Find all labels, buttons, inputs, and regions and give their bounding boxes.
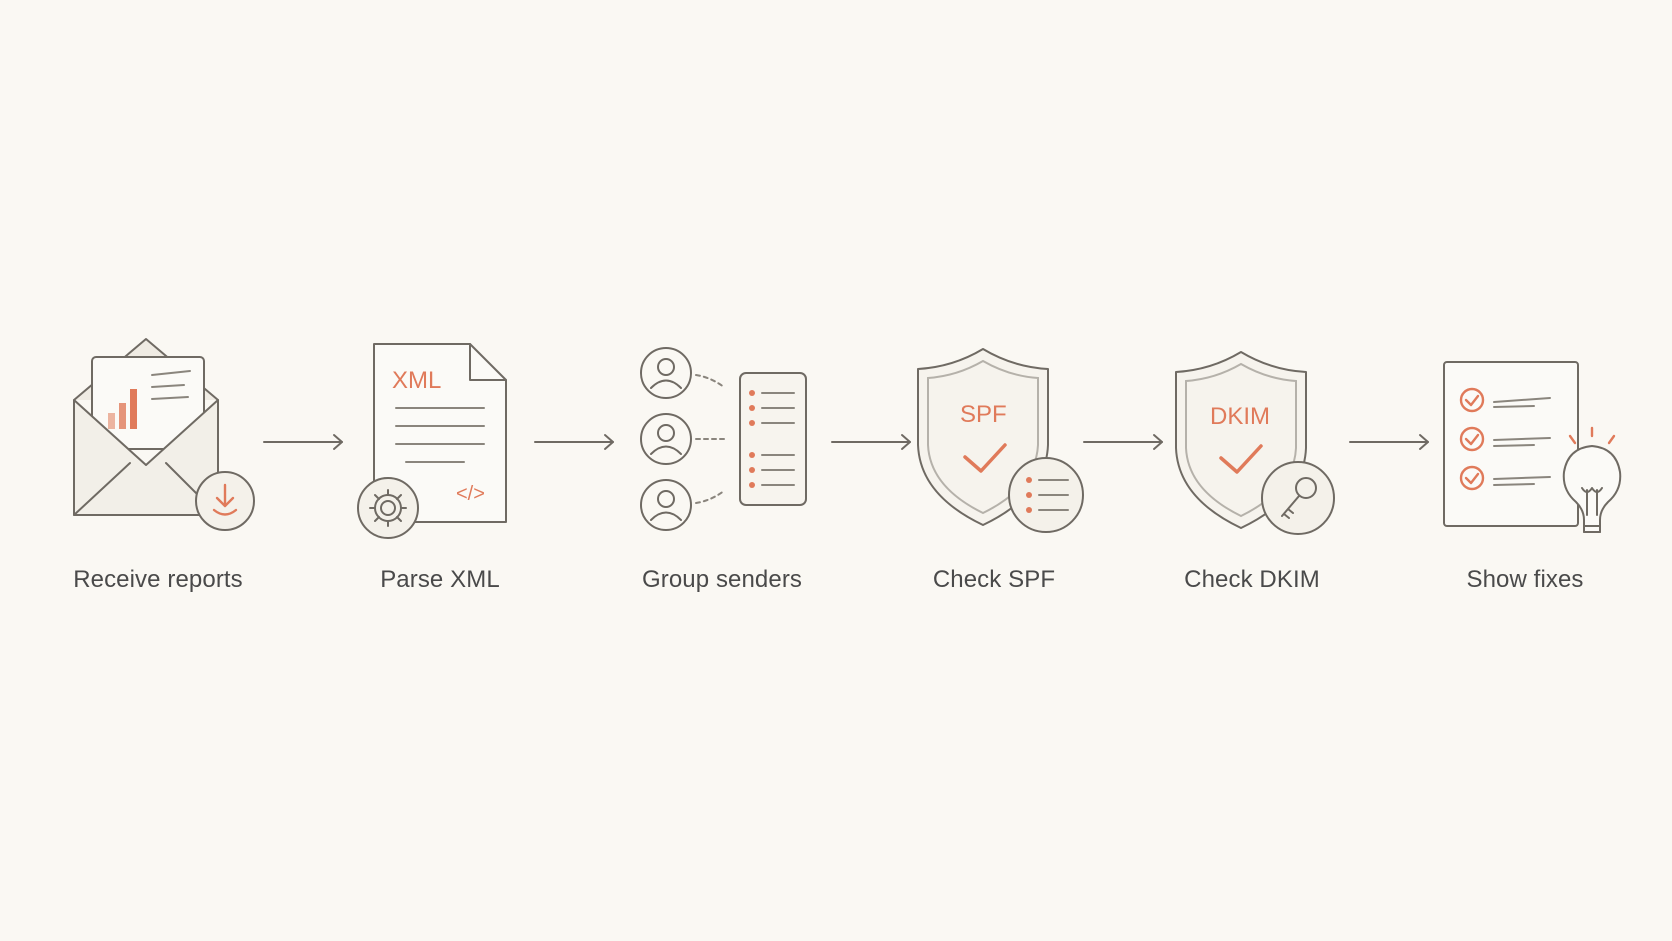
- step-label-group-senders: Group senders: [641, 566, 803, 593]
- code-brackets-text: </>: [456, 483, 485, 505]
- xml-document-gear-icon: XML </>: [357, 343, 507, 539]
- arrow-right-icon: [1349, 434, 1429, 450]
- step-label-check-dkim: Check DKIM: [1184, 566, 1320, 593]
- checklist-lightbulb-icon: [1443, 361, 1622, 533]
- arrow-right-icon: [263, 434, 343, 450]
- envelope-report-download-icon: [73, 338, 255, 531]
- shield-check-spf-icon: SPF: [917, 348, 1084, 533]
- arrow-right-icon: [534, 434, 614, 450]
- spf-icon-text: SPF: [960, 401, 1007, 428]
- shield-check-key-icon: DKIM: [1175, 351, 1335, 535]
- step-label-parse-xml: Parse XML: [380, 566, 500, 593]
- xml-icon-text: XML: [392, 367, 441, 394]
- step-label-receive-reports: Receive reports: [73, 566, 243, 593]
- step-label-show-fixes: Show fixes: [1466, 566, 1584, 593]
- arrow-right-icon: [1083, 434, 1163, 450]
- users-grouped-list-icon: [640, 347, 807, 531]
- user-avatar-icon: [640, 347, 692, 399]
- arrow-right-icon: [831, 434, 911, 450]
- dkim-icon-text: DKIM: [1210, 403, 1270, 430]
- step-label-check-spf: Check SPF: [932, 566, 1056, 593]
